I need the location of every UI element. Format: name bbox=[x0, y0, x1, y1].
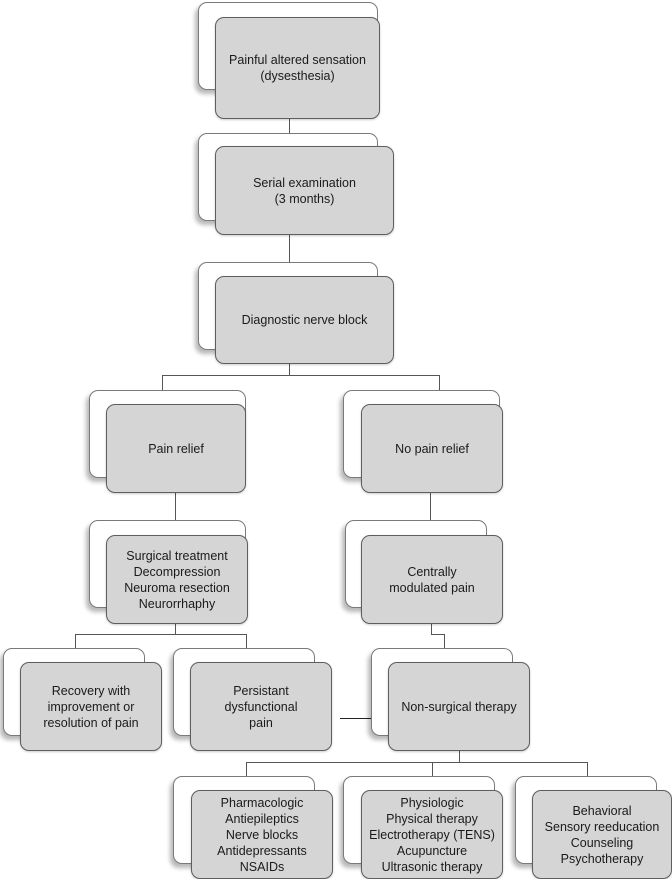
connector-nonsurgical-down bbox=[459, 749, 460, 762]
node-text-line: Antidepressants bbox=[217, 843, 307, 858]
node-text-line: Nerve blocks bbox=[225, 827, 299, 842]
connector-surgical-down bbox=[175, 623, 176, 634]
node-text-line: Physiologic bbox=[400, 795, 464, 810]
connector-block-branch bbox=[162, 375, 440, 376]
node-text-line: Painful altered sensation bbox=[229, 53, 366, 67]
node-text-line: dysfunctional bbox=[224, 699, 298, 714]
arrow-persistent-to-nonsurgical bbox=[340, 718, 388, 719]
node-text-line: Electrotherapy (TENS) bbox=[369, 827, 495, 842]
node-text-line: NSAIDs bbox=[239, 859, 285, 874]
node-text-line: Psychotherapy bbox=[560, 851, 644, 866]
node-text-line: Serial examination bbox=[253, 175, 356, 190]
node-non-surgical-therapy-label: Non-surgical therapy bbox=[388, 662, 530, 751]
connector-relief-to-surgical bbox=[175, 491, 176, 536]
connector-central-to-nonsurgical bbox=[431, 623, 432, 635]
node-text-line: Ultrasonic therapy bbox=[381, 859, 483, 874]
connector-therapy-branch bbox=[246, 762, 588, 763]
node-text-line: No pain relief bbox=[395, 441, 469, 456]
node-text-line: Neurorrhaphy bbox=[138, 596, 216, 611]
node-text-line: resolution of pain bbox=[43, 715, 139, 730]
node-text-line: Behavioral bbox=[572, 803, 632, 818]
node-text-line: pain bbox=[249, 715, 273, 730]
connector-block-down bbox=[289, 362, 290, 375]
node-text-line: Recovery with bbox=[51, 683, 131, 698]
node-text-line: Physical therapy bbox=[386, 811, 478, 826]
node-text-line: Persistant bbox=[233, 683, 289, 698]
node-text-line: Counseling bbox=[570, 835, 634, 850]
node-diagnostic-nerve-block-label: Diagnostic nerve block bbox=[215, 276, 394, 364]
node-text-line: Pain relief bbox=[148, 441, 204, 456]
node-text-line: Antiepileptics bbox=[225, 811, 299, 826]
connector-central-jog bbox=[431, 634, 445, 635]
node-dysesthesia-label: Painful altered sensation (dysesthesia) bbox=[215, 17, 380, 119]
node-text-line: Decompression bbox=[133, 564, 221, 579]
node-text-line: Centrally bbox=[407, 564, 457, 579]
connector-norelief-to-central bbox=[430, 491, 431, 536]
node-serial-examination-label: Serial examination(3 months) bbox=[215, 146, 394, 235]
node-text-line: Acupuncture bbox=[396, 843, 468, 858]
node-text-line: improvement or bbox=[47, 699, 135, 714]
node-text-line: Neuroma resection bbox=[124, 580, 230, 595]
node-text-line: Non-surgical therapy bbox=[401, 699, 517, 714]
node-text-line: (3 months) bbox=[274, 191, 335, 206]
node-text-line: (dysesthesia) bbox=[260, 69, 335, 83]
connector-serial-to-block bbox=[289, 234, 290, 276]
node-no-pain-relief-label: No pain relief bbox=[361, 404, 503, 493]
connector-surgical-branch bbox=[75, 634, 247, 635]
node-text-line: Diagnostic nerve block bbox=[241, 313, 368, 327]
node-text-line: Sensory reeducation bbox=[544, 819, 660, 834]
node-pain-relief-label: Pain relief bbox=[106, 404, 246, 493]
node-text-line: Surgical treatment bbox=[126, 548, 228, 563]
node-text-line: Pharmacologic bbox=[220, 795, 304, 810]
connector-dysesthesia-to-serial bbox=[289, 117, 290, 147]
node-text-line: modulated pain bbox=[389, 580, 475, 595]
